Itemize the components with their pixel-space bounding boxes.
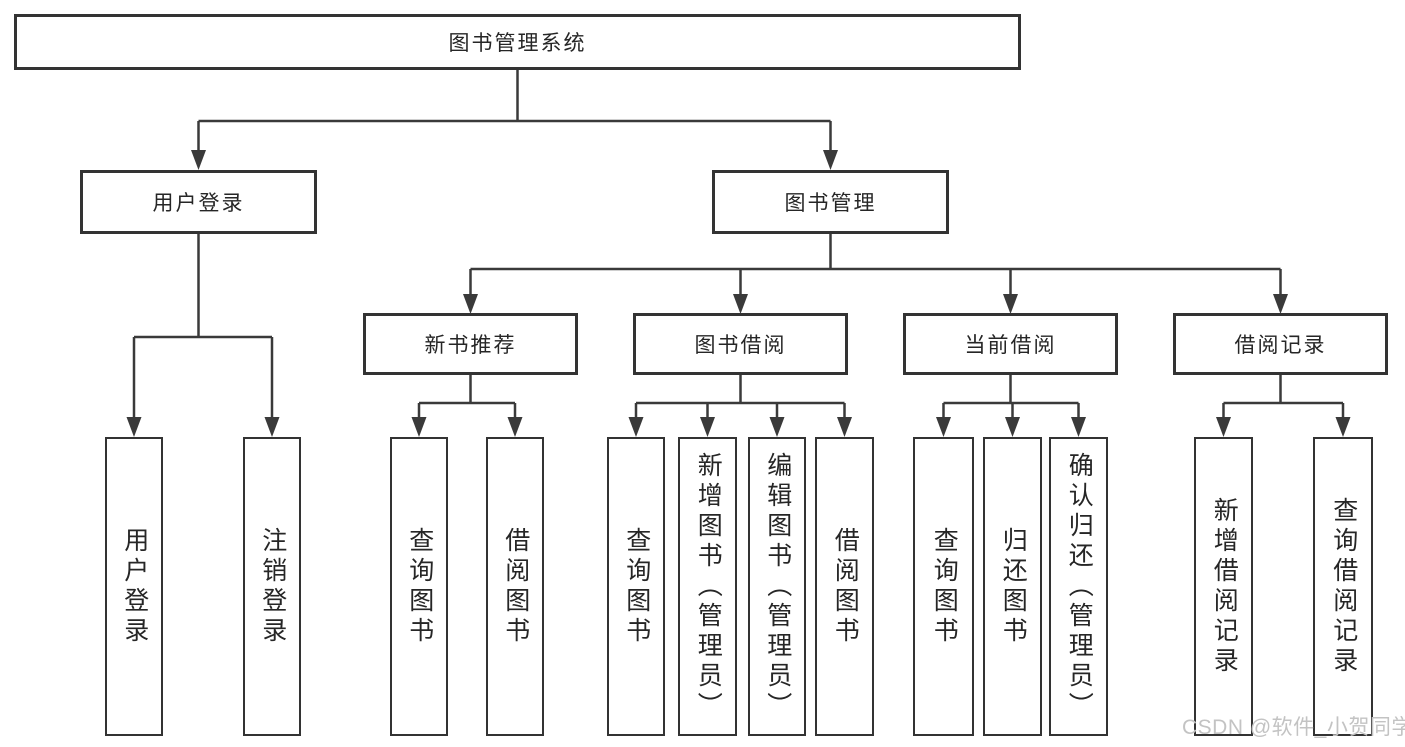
leaf-query-borrow-record-label: 查询借阅记录 — [1329, 496, 1358, 677]
arrow-down-icon — [700, 417, 715, 437]
arrow-down-icon — [191, 150, 206, 170]
leaf-add-books-admin-label: 新增图书（管理员） — [694, 451, 723, 722]
leaf-current-query-books-label: 查询图书 — [930, 526, 959, 647]
leaf-user-login: 用户登录 — [105, 437, 163, 736]
leaf-add-books-admin: 新增图书（管理员） — [678, 437, 737, 736]
arrow-down-icon — [463, 294, 478, 314]
leaf-edit-books-admin: 编辑图书（管理员） — [748, 437, 806, 736]
leaf-borrowing-query-books: 查询图书 — [607, 437, 665, 736]
arrow-down-icon — [1335, 417, 1351, 437]
leaf-logout-login: 注销登录 — [243, 437, 301, 736]
leaf-return-books-label: 归还图书 — [999, 526, 1028, 647]
node-root-system: 图书管理系统 — [14, 14, 1021, 70]
arrow-down-icon — [507, 417, 523, 437]
arrow-down-icon — [823, 150, 838, 170]
arrow-down-icon — [769, 417, 785, 437]
leaf-confirm-return-admin: 确认归还（管理员） — [1049, 437, 1108, 736]
arrow-down-icon — [733, 294, 748, 314]
arrow-down-icon — [264, 417, 280, 437]
node-book-borrowing-label: 图书借阅 — [694, 334, 787, 357]
node-root-label: 图书管理系统 — [448, 32, 587, 55]
node-new-book-recommend-label: 新书推荐 — [424, 334, 517, 357]
arrow-down-icon — [837, 417, 852, 437]
arrow-down-icon — [1071, 417, 1086, 437]
leaf-add-borrow-record-label: 新增借阅记录 — [1210, 496, 1239, 677]
arrow-down-icon — [1216, 417, 1231, 437]
node-book-management: 图书管理 — [712, 170, 949, 234]
node-user-login-label: 用户登录 — [152, 192, 245, 215]
arrow-down-icon — [936, 417, 951, 437]
arrow-down-icon — [126, 417, 142, 437]
node-user-login: 用户登录 — [80, 170, 317, 234]
node-borrowing-records: 借阅记录 — [1173, 313, 1388, 375]
node-current-borrowing: 当前借阅 — [903, 313, 1118, 375]
leaf-borrow-books: 借阅图书 — [815, 437, 874, 736]
node-book-borrowing: 图书借阅 — [633, 313, 848, 375]
arrow-down-icon — [1003, 294, 1018, 314]
leaf-borrow-books-label: 借阅图书 — [831, 526, 860, 647]
leaf-current-query-books: 查询图书 — [913, 437, 974, 736]
node-borrowing-records-label: 借阅记录 — [1234, 334, 1327, 357]
leaf-logout-login-label: 注销登录 — [258, 526, 287, 647]
node-book-management-label: 图书管理 — [784, 192, 877, 215]
leaf-add-borrow-record: 新增借阅记录 — [1194, 437, 1253, 736]
leaf-query-borrow-record: 查询借阅记录 — [1313, 437, 1373, 736]
leaf-recommend-query-books: 查询图书 — [390, 437, 448, 736]
leaf-return-books: 归还图书 — [983, 437, 1042, 736]
leaf-edit-books-admin-label: 编辑图书（管理员） — [763, 451, 792, 722]
node-current-borrowing-label: 当前借阅 — [964, 334, 1057, 357]
leaf-recommend-borrow-books: 借阅图书 — [486, 437, 544, 736]
arrow-down-icon — [411, 417, 427, 437]
leaf-user-login-label: 用户登录 — [120, 526, 149, 647]
leaf-recommend-query-books-label: 查询图书 — [405, 526, 434, 647]
arrow-down-icon — [628, 417, 644, 437]
leaf-borrowing-query-books-label: 查询图书 — [622, 526, 651, 647]
arrow-down-icon — [1005, 417, 1020, 437]
leaf-recommend-borrow-books-label: 借阅图书 — [501, 526, 530, 647]
arrow-down-icon — [1273, 294, 1288, 314]
node-new-book-recommend: 新书推荐 — [363, 313, 578, 375]
leaf-confirm-return-admin-label: 确认归还（管理员） — [1065, 451, 1094, 722]
csdn-watermark: CSDN @软件_小贺同学 — [1182, 716, 1405, 739]
